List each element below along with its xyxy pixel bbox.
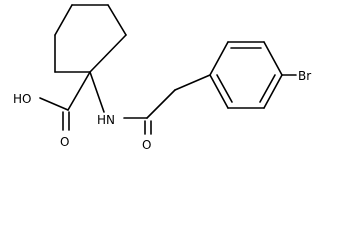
bond <box>89 71 105 113</box>
amide-oxygen-label: O <box>142 138 151 152</box>
bond <box>54 4 73 36</box>
bond <box>107 4 127 36</box>
bond <box>209 41 229 76</box>
aromatic-double-bond <box>259 74 276 103</box>
aromatic-double-bond <box>216 74 233 103</box>
bond <box>39 97 69 111</box>
bond <box>146 89 176 119</box>
structure-canvas: HO O HN O Br <box>13 4 311 152</box>
amide-nh-label: HN <box>97 113 115 127</box>
bromine-label: Br <box>298 69 311 83</box>
bond <box>89 34 127 73</box>
bond <box>263 74 283 109</box>
carboxyl-oxygen-label: O <box>60 135 69 149</box>
chemical-structure: HO O HN O Br <box>13 4 311 152</box>
bond <box>67 71 91 111</box>
benzene-ring <box>209 41 297 109</box>
bond <box>174 74 211 91</box>
cyclohexane-ring <box>54 4 127 73</box>
bond <box>209 74 229 109</box>
amide-linkage <box>89 71 211 135</box>
carboxylic-acid-group <box>39 71 91 131</box>
bond <box>263 41 283 76</box>
hydroxyl-label: HO <box>13 92 31 106</box>
